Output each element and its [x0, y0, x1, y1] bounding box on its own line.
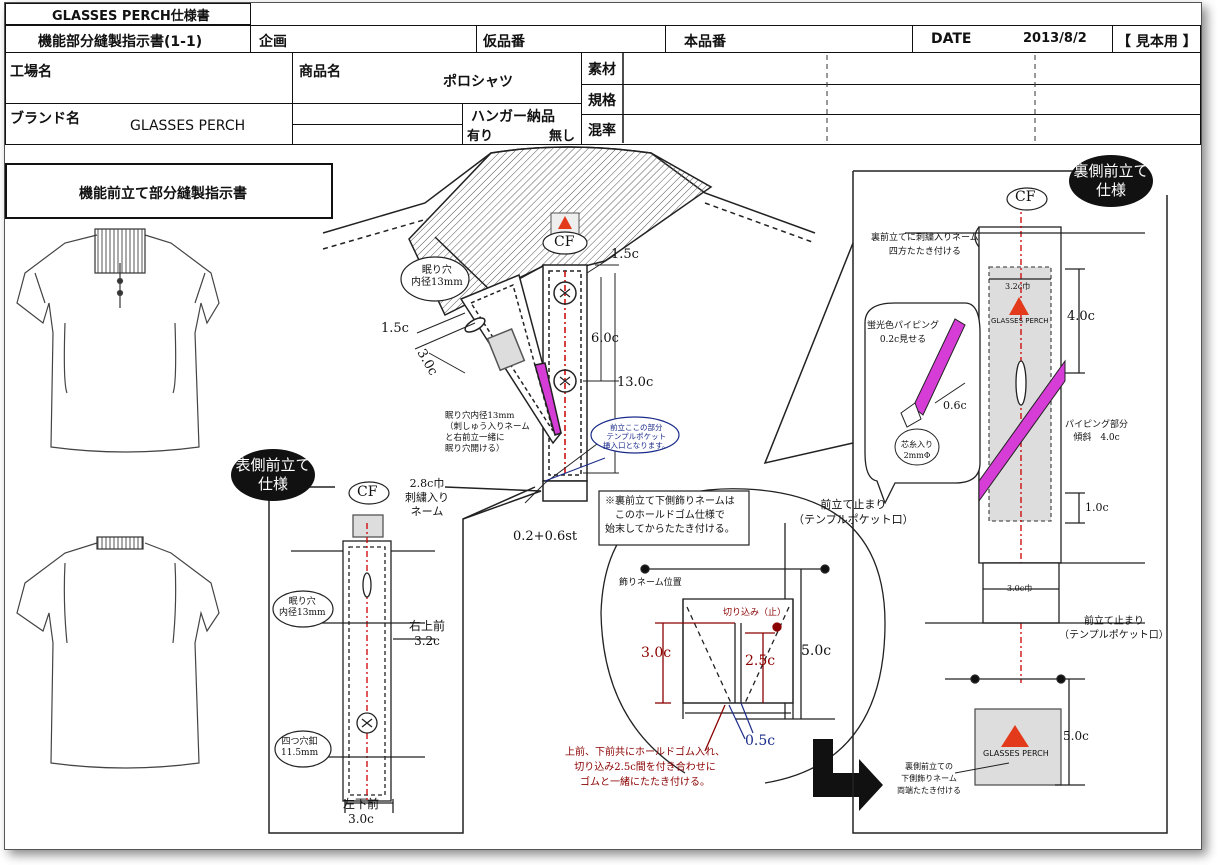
header-dashed-lines	[826, 55, 1036, 143]
buttonhole-ellipse	[400, 256, 470, 302]
front-callout-text: 表側前立て 仕様	[235, 456, 311, 493]
product-label: 商品名	[299, 64, 341, 80]
doc-title-cell: GLASSES PERCH仕様書	[5, 3, 251, 25]
collar-logo	[550, 212, 580, 236]
cf-ellipse-front	[348, 481, 390, 505]
placket	[542, 264, 588, 502]
polo-back-sketch	[16, 536, 220, 769]
real-no-label: 本品番	[684, 34, 726, 50]
width-3-0: 3.0c巾	[1007, 584, 1033, 593]
doc-title: GLASSES PERCH仕様書	[52, 9, 210, 24]
polo-front-sketch	[16, 228, 220, 453]
cf-label-back: CF	[1015, 189, 1036, 205]
piping-part: パイピング部分 傾斜 4.0c	[1065, 420, 1129, 443]
piping-inset	[864, 302, 981, 505]
front-buttonhole: 眠り穴 内径13mm	[279, 597, 326, 618]
sample-label: 【 見本用 】	[1117, 34, 1197, 50]
back-logo-small	[1009, 297, 1029, 315]
front-spec-callout: 表側前立て 仕様	[231, 449, 315, 501]
back-brand-large: GLASSES PERCH	[983, 749, 1049, 758]
red-note: 上前、下前共にホールドゴム入れ、 切り込み2.5c間を付き合わせに ゴムと一緒に…	[565, 747, 726, 788]
back-stop: 前立て止まり （テンプルポケット口）	[1059, 616, 1169, 641]
dim-1-0c: 1.0c	[1085, 501, 1109, 514]
piping-note: 蛍光色パイピング 0.2c見せる	[867, 321, 940, 345]
cf-label-center: CF	[554, 234, 575, 250]
name-position: 飾りネーム位置	[619, 578, 682, 588]
arrow-icon	[813, 739, 883, 811]
back-brand-small: GLASSES PERCH	[991, 317, 1049, 325]
blend-cell: 混率	[581, 114, 1201, 145]
date-label: DATE	[931, 31, 972, 47]
front-spec-frame	[268, 486, 542, 834]
back-logo-large	[1001, 725, 1029, 747]
sub-title: 機能部分縫製指示書(1-1)	[38, 34, 203, 50]
front-placket-detail	[291, 514, 435, 813]
holdgum-detail	[600, 488, 886, 784]
dim-6-0c: 6.0c	[591, 331, 619, 346]
button-note: 四つ穴釦 11.5mm	[281, 737, 319, 758]
factory-label: 工場名	[10, 64, 52, 80]
cf-ellipse-back	[1006, 187, 1048, 211]
product-value: ポロシャツ	[443, 74, 513, 90]
spec-sheet: GLASSES PERCH仕様書 機能部分縫製指示書(1-1) 企画 仮品番 本…	[4, 2, 1202, 850]
brand-cell: ブランド名 GLASSES PERCH	[5, 103, 293, 145]
dim-3-0c-red: 3.0c	[641, 645, 672, 661]
technical-drawings	[16, 53, 1168, 834]
stitch-label: 0.2+0.6st	[513, 529, 578, 544]
detail-note-box	[598, 490, 750, 546]
front-buttonhole-ellipse	[272, 590, 334, 628]
left-front-label: 左下前 3.0c	[343, 797, 380, 826]
dim-2-5c-red: 2.5c	[745, 653, 776, 669]
hanger-no: 無し	[549, 129, 576, 144]
section-title-box: 機能前立て部分縫製指示書	[5, 163, 333, 219]
pocket-note: 前立ここの部分 テンプルポケット 挿入口となります。	[603, 423, 670, 450]
detail-note: ※裏前立て下側飾りネームは このホールドゴム仕様で 始末してからたたき付ける。	[605, 496, 735, 535]
detail-stop: 前立て止まり （テンプルポケット口）	[793, 498, 914, 526]
dim-0-5c: 0.5c	[745, 733, 776, 749]
buttonhole-label: 眠り穴 内径13mm	[411, 265, 463, 288]
back-bottom-note: 裏側前立ての 下側飾りネーム 両端たたき付ける	[897, 762, 961, 795]
planning-label: 企画	[259, 34, 287, 50]
under-placket	[459, 273, 562, 445]
red-dimensions	[655, 622, 782, 752]
cut-label: 切り込み（止）	[723, 608, 787, 618]
hanger-yes: 有り	[467, 129, 494, 144]
front-name-note: 2.8c巾 刺繍入り ネーム	[405, 477, 449, 518]
width-3-2: 3.2c巾	[1005, 282, 1031, 291]
pocket-note-ellipse	[590, 416, 680, 454]
brand-value: GLASSES PERCH	[130, 118, 246, 134]
front-button-ellipse	[274, 730, 332, 768]
cf-label-front: CF	[357, 484, 378, 500]
date-value: 2013/8/2	[1023, 31, 1087, 46]
dim-13-0c: 13.0c	[617, 375, 654, 390]
spec-label: 規格	[588, 93, 616, 109]
right-front-label: 右上前 3.2c	[409, 619, 446, 648]
material-label: 素材	[588, 62, 616, 78]
hanger-label: ハンガー納品	[471, 109, 555, 125]
back-spec-frame	[763, 170, 1168, 834]
cf-ellipse-center	[542, 231, 588, 255]
blend-label: 混率	[588, 123, 616, 139]
dim-1-5c-top: 1.5c	[611, 247, 639, 262]
buttonhole-note: 眠り穴内径13mm （刺しゅう入りネーム と右前立一緒に 眠り穴開ける）	[445, 411, 530, 454]
back-spec-callout: 裏側前立て 仕様	[1069, 155, 1153, 207]
brand-label: ブランド名	[10, 111, 80, 127]
piping-stripe	[978, 359, 1066, 503]
dim-5-0c-back: 5.0c	[1063, 729, 1089, 743]
back-callout-text: 裏側前立て 仕様	[1073, 162, 1149, 199]
dim-5-0c-detail: 5.0c	[801, 643, 832, 659]
temp-no-label: 仮品番	[483, 34, 525, 50]
dim-0-6c: 0.6c	[943, 399, 967, 412]
back-name-note: 裏前立てに刺繍入りネーム 四方たたき付ける	[871, 233, 979, 257]
dim-1-5c-left: 1.5c	[381, 321, 409, 336]
dim-4-0c-back: 4.0c	[1067, 309, 1095, 324]
core-note: 芯糸入り 2mmΦ	[901, 440, 933, 460]
section-title: 機能前立て部分縫製指示書	[79, 186, 247, 202]
